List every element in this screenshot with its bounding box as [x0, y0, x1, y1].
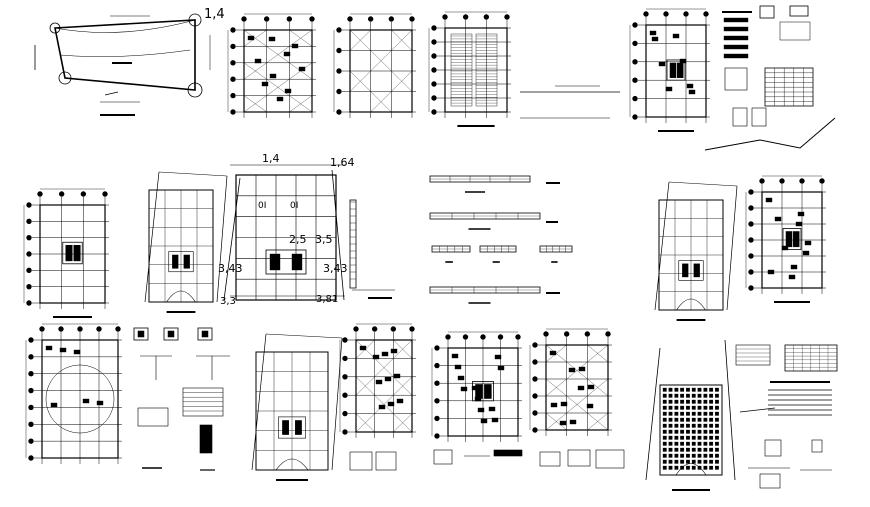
dim-room-a: 0I [258, 201, 266, 211]
dim-plan-top-left: 1,4 [262, 152, 280, 165]
floor-plan-r3-3 [339, 323, 416, 471]
floor-plan-r2-2 [144, 171, 228, 313]
dim-room-b: 0I [290, 201, 298, 211]
structural-details-r3 [133, 327, 230, 471]
floor-plan-r3-4 [431, 331, 561, 467]
wall-sections-r2 [429, 175, 573, 304]
section-detail-r1 [520, 85, 620, 119]
floor-plan-r1-1 [227, 13, 316, 118]
floor-plan-r1-4 [629, 8, 710, 132]
site-plan: 1,4 [34, 7, 225, 116]
dim-plan-top-right: 1,64 [330, 156, 355, 169]
floor-plan-r2-1 [23, 188, 109, 318]
floor-plan-r1-2 [333, 13, 416, 118]
dim-right: 3,43 [323, 262, 348, 275]
dim-mid-b: 3,5 [315, 233, 333, 246]
dim-mid-a: 2,5 [289, 233, 307, 246]
floor-plan-r2-4 [654, 181, 738, 321]
floor-plan-r3-2 [251, 333, 343, 481]
dim-bottom-left: 3,3 [220, 296, 236, 307]
floor-plan-r3-1 [25, 323, 122, 464]
schedule-tables-r3 [735, 344, 838, 489]
floor-plan-r3-5 [529, 328, 625, 469]
floor-plan-r2-dimensioned: 1,4 1,64 0I 0I 2,5 3,5 3,43 3,43 3,3 3,8… [218, 152, 395, 307]
dim-left: 3,43 [218, 262, 243, 275]
detail-tables-r1 [704, 5, 836, 151]
floor-plan-r3-6 [645, 339, 736, 491]
floor-plan-r1-3 [428, 11, 511, 127]
dim-site-top-right: 1,4 [204, 7, 225, 22]
floor-plan-r2-5 [745, 175, 826, 303]
